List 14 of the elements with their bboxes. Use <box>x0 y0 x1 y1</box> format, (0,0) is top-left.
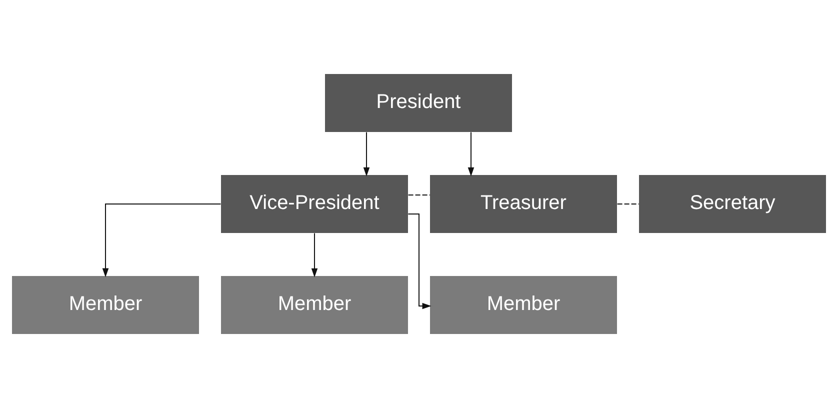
node-box: Member <box>430 276 617 334</box>
connector <box>408 194 430 195</box>
node-box: Treasurer <box>430 174 617 232</box>
arrow <box>311 232 318 277</box>
arrow <box>102 203 222 277</box>
node-box: Member <box>12 276 199 334</box>
arrow <box>468 131 474 176</box>
node-box: Vice-President <box>221 174 408 232</box>
arrow <box>408 213 432 309</box>
arrow <box>363 131 370 176</box>
node-box: President <box>325 74 512 132</box>
node-box: Member <box>221 276 408 334</box>
node-box: Secretary <box>639 174 826 232</box>
connector <box>616 203 640 204</box>
